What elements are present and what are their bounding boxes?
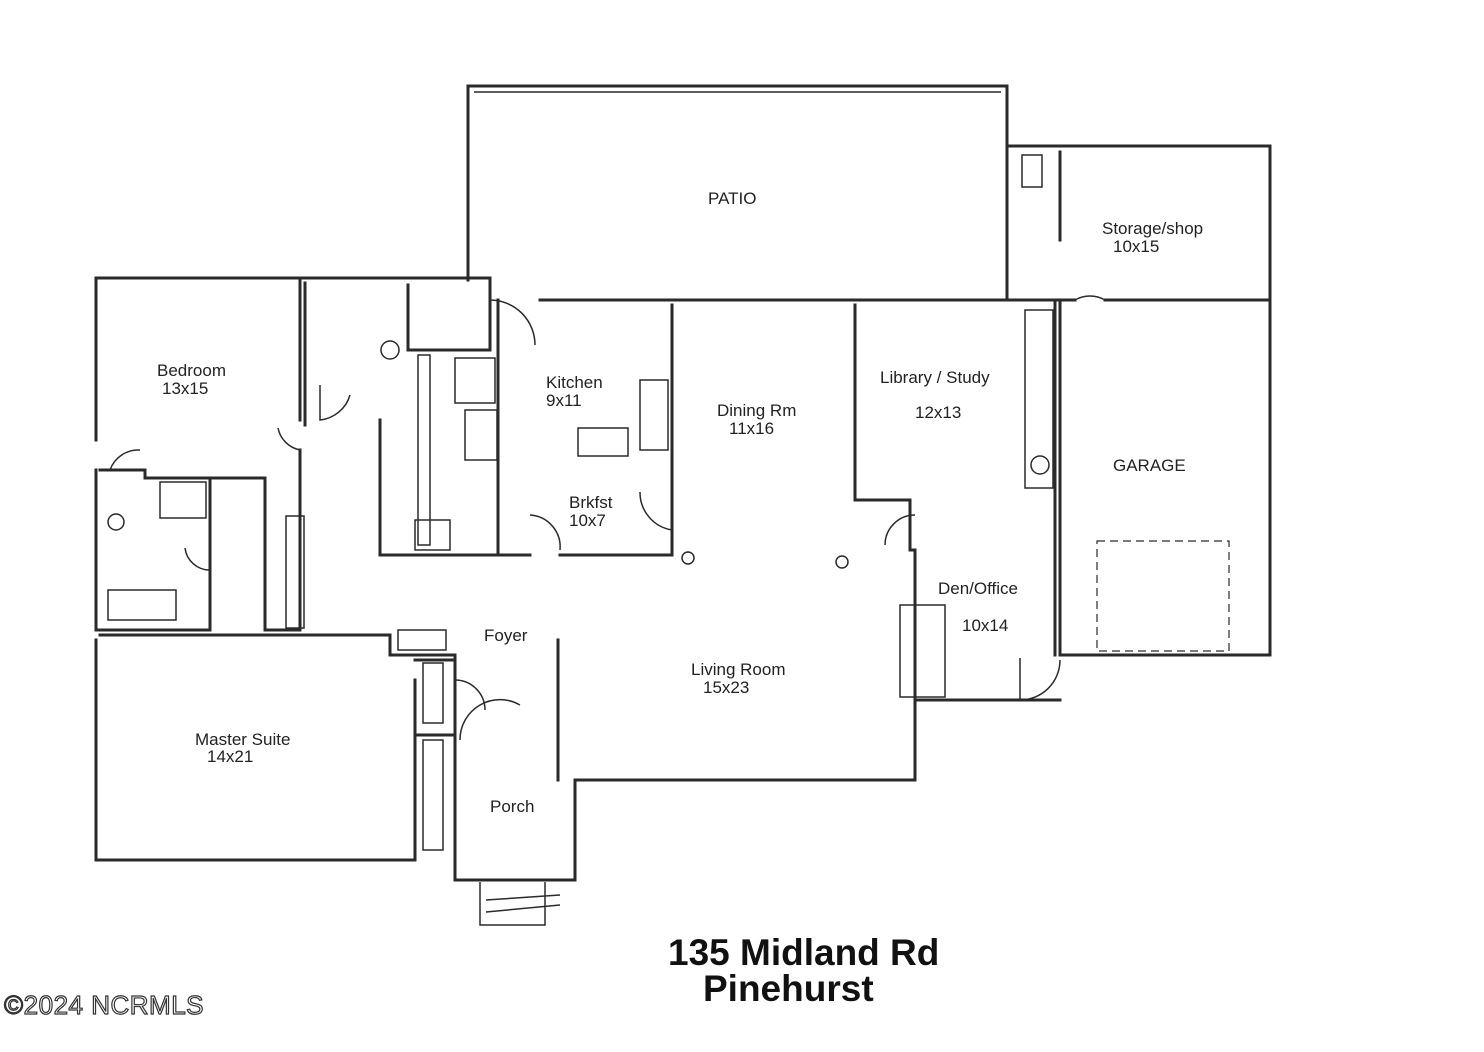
- door-swings: [109, 295, 1106, 741]
- bedroom-label: Bedroom: [157, 361, 226, 380]
- den-size: 10x14: [962, 616, 1008, 635]
- master-label: Master Suite: [195, 730, 290, 749]
- library-label: Library / Study: [880, 368, 990, 387]
- address-line-2: Pinehurst: [703, 968, 874, 1009]
- front-steps: [479, 882, 561, 926]
- interior-walls: [98, 281, 1054, 851]
- garage-door-outline: [1096, 540, 1230, 652]
- library-size: 12x13: [915, 403, 961, 422]
- garage-label: GARAGE: [1113, 456, 1186, 475]
- address-line-1: 135 Midland Rd: [668, 932, 940, 973]
- dining-size: 11x16: [729, 419, 774, 438]
- kitchen-label: Kitchen: [546, 373, 603, 392]
- kitchen-size: 9x11: [546, 391, 582, 410]
- master-size: 14x21: [207, 747, 253, 766]
- living-label: Living Room: [691, 660, 786, 679]
- den-label: Den/Office: [938, 579, 1018, 598]
- breakfast-size: 10x7: [569, 511, 606, 530]
- foyer-label: Foyer: [484, 626, 528, 645]
- dining-label: Dining Rm: [717, 401, 796, 420]
- living-size: 15x23: [703, 678, 749, 697]
- storage-size: 10x15: [1113, 237, 1159, 256]
- house-walls: [94, 276, 1272, 882]
- bedroom-size: 13x15: [162, 379, 208, 398]
- copyright-watermark: ©2024 NCRMLS: [3, 989, 205, 1020]
- storage-label: Storage/shop: [1102, 219, 1203, 238]
- porch-label: Porch: [490, 797, 534, 816]
- breakfast-label: Brkfst: [569, 493, 613, 512]
- patio-label: PATIO: [708, 189, 757, 208]
- patio-outline: [466, 84, 1009, 300]
